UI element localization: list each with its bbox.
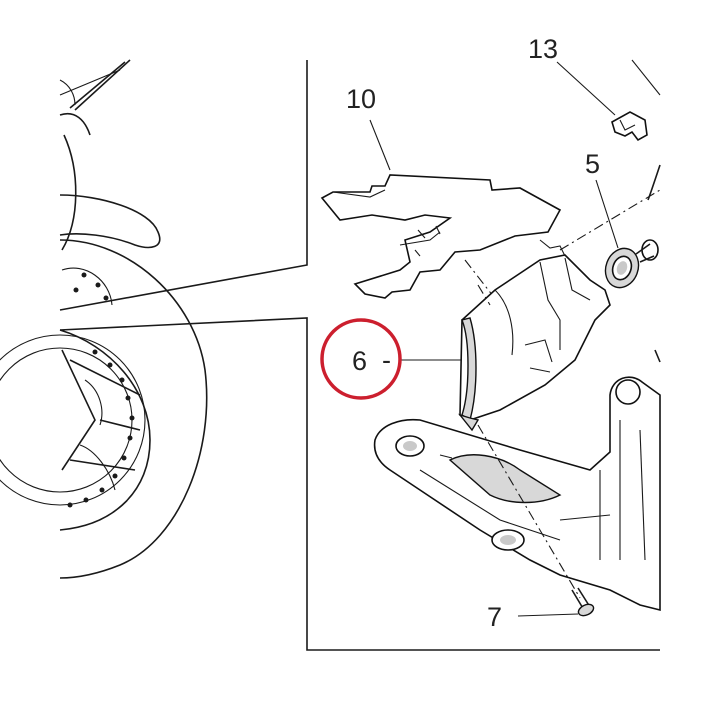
edge-mark	[654, 349, 661, 363]
callout-10: 10	[346, 84, 376, 114]
callout-5: 5	[585, 149, 600, 179]
axis-cover-top	[477, 284, 491, 306]
highlight-ring	[320, 318, 402, 400]
leader-5	[595, 179, 619, 249]
callout-6: 6	[352, 346, 367, 376]
leader-10	[369, 119, 391, 171]
part-10-plate	[320, 174, 562, 299]
part-13-clip	[611, 111, 648, 142]
edge-curve	[647, 164, 661, 201]
disc-holes	[67, 272, 135, 508]
detail-frame	[59, 60, 660, 651]
axis-screw	[477, 424, 581, 599]
part-5-bearing	[604, 239, 659, 289]
part-6-cover	[458, 239, 611, 432]
leader-7	[517, 613, 579, 617]
swingarm-frame	[373, 376, 661, 612]
callout-7: 7	[487, 602, 502, 632]
part-7-screw	[571, 587, 595, 617]
callout-6-dash: -	[382, 345, 391, 375]
front-wheel-sketch	[0, 59, 208, 579]
leader-top-right	[631, 59, 661, 96]
axis-bearing	[559, 189, 661, 251]
leader-13	[556, 61, 616, 116]
callout-13: 13	[528, 34, 558, 64]
